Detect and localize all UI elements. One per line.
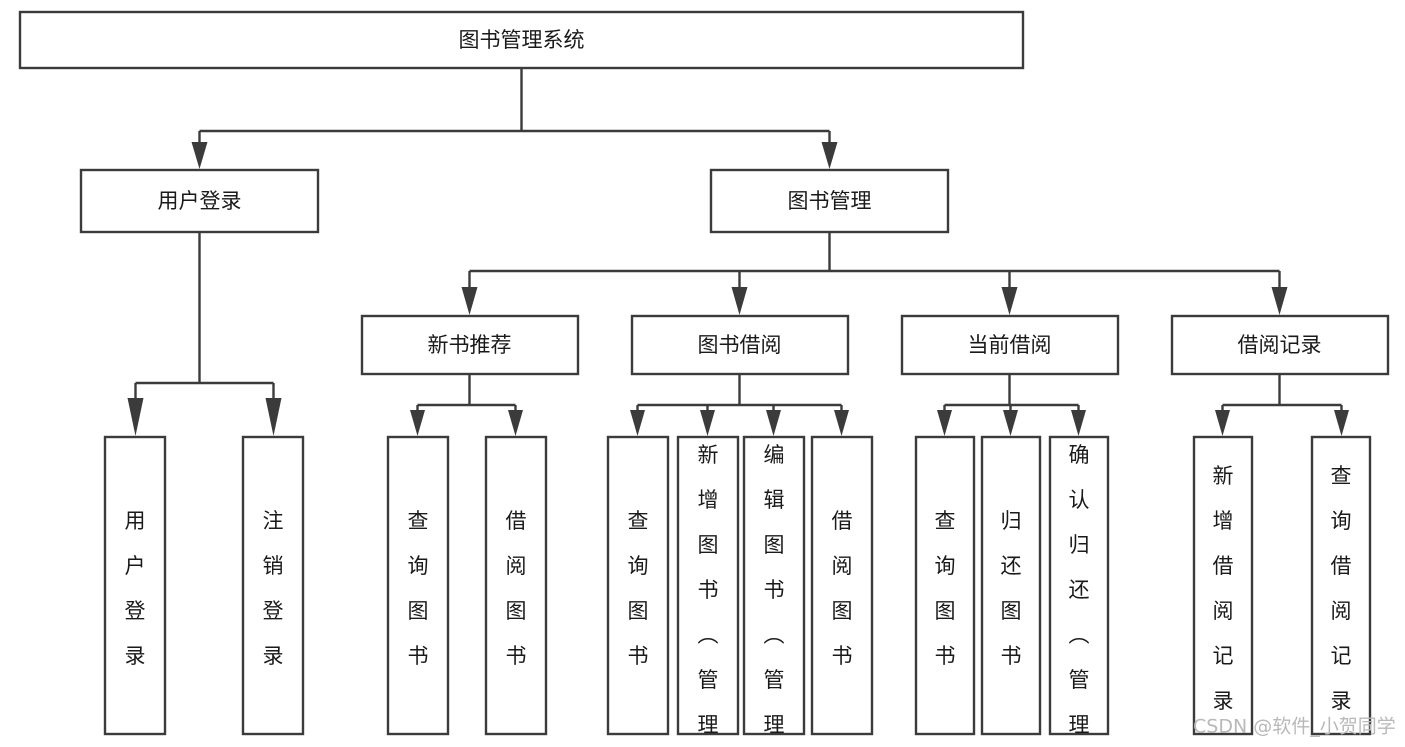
- arrow-head-leaf-add-borrow-record: [1215, 410, 1230, 436]
- node-leaf-return-book-label: 归还图书: [1001, 509, 1022, 668]
- node-leaf-edit-book-box[interactable]: [742, 435, 806, 736]
- connector-layer: [127, 68, 1349, 436]
- node-leaf-query-book-2-label: 查询图书: [628, 509, 649, 668]
- arrow-head-new-book-recommend: [461, 287, 478, 315]
- node-leaf-add-book-label: 新增图书︵管理员︶: [698, 443, 719, 747]
- node-leaf-query-book-3-box[interactable]: [914, 435, 976, 736]
- arrow-head-book-manage: [821, 142, 838, 169]
- arrow-head-leaf-confirm-return: [1071, 410, 1086, 436]
- arrow-head-borrow-record: [1271, 287, 1288, 315]
- node-user-login[interactable]: 用户登录: [79, 168, 320, 234]
- node-leaf-confirm-return-box[interactable]: [1048, 435, 1110, 736]
- node-leaf-user-login[interactable]: 用户登录: [103, 435, 167, 736]
- node-leaf-borrow-book-1-label: 借阅图书: [506, 509, 527, 668]
- arrow-head-leaf-borrow-book-2: [834, 410, 849, 436]
- node-leaf-logout-login[interactable]: 注销登录: [241, 435, 305, 736]
- node-user-login-label: 用户登录: [158, 189, 242, 213]
- arrow-head-leaf-query-borrow-record: [1334, 410, 1349, 436]
- node-leaf-logout-login-box[interactable]: [241, 435, 305, 736]
- node-borrow-record-box[interactable]: [1170, 314, 1390, 376]
- node-user-login-box[interactable]: [79, 168, 320, 234]
- node-root-box[interactable]: [18, 10, 1025, 70]
- node-leaf-query-book-3[interactable]: 查询图书: [914, 435, 976, 736]
- node-leaf-borrow-book-2-label: 借阅图书: [832, 509, 853, 668]
- node-leaf-query-book-1-label: 查询图书: [408, 509, 429, 668]
- arrow-head-leaf-logout-login: [265, 398, 282, 436]
- node-leaf-logout-login-label: 注销登录: [263, 509, 284, 668]
- node-new-book-recommend-label: 新书推荐: [428, 333, 512, 357]
- node-leaf-add-book-box[interactable]: [676, 435, 740, 736]
- node-new-book-recommend-box[interactable]: [360, 314, 580, 376]
- node-leaf-add-borrow-record-box[interactable]: [1192, 435, 1254, 736]
- node-leaf-query-borrow-record-label: 查询借阅记录: [1331, 464, 1352, 713]
- node-leaf-query-borrow-record[interactable]: 查询借阅记录: [1310, 435, 1372, 736]
- node-leaf-return-book-box[interactable]: [980, 435, 1042, 736]
- node-book-borrow[interactable]: 图书借阅: [630, 314, 850, 376]
- node-book-borrow-box[interactable]: [630, 314, 850, 376]
- node-leaf-borrow-book-2-box[interactable]: [810, 435, 874, 736]
- node-leaf-user-login-label: 用户登录: [125, 509, 146, 668]
- arrow-head-leaf-borrow-book-1: [508, 410, 523, 436]
- node-leaf-edit-book[interactable]: 编辑图书︵管理员︶: [742, 435, 806, 747]
- arrow-head-leaf-query-book-3: [937, 410, 952, 436]
- arrow-head-leaf-edit-book: [766, 410, 781, 436]
- node-leaf-query-book-1-box[interactable]: [386, 435, 450, 736]
- node-leaf-query-borrow-record-box[interactable]: [1310, 435, 1372, 736]
- node-leaf-add-borrow-record[interactable]: 新增借阅记录: [1192, 435, 1254, 736]
- node-leaf-confirm-return-label: 确认归还︵管理员︶: [1069, 443, 1090, 747]
- node-root[interactable]: 图书管理系统: [18, 10, 1025, 70]
- node-borrow-record-label: 借阅记录: [1238, 333, 1322, 357]
- arrow-head-leaf-add-book: [700, 410, 715, 436]
- arrow-head-leaf-return-book: [1003, 410, 1018, 436]
- node-leaf-user-login-box[interactable]: [103, 435, 167, 736]
- node-root-label: 图书管理系统: [459, 28, 585, 52]
- node-leaf-borrow-book-1-box[interactable]: [484, 435, 548, 736]
- node-leaf-query-book-1[interactable]: 查询图书: [386, 435, 450, 736]
- node-leaf-query-book-2[interactable]: 查询图书: [606, 435, 670, 736]
- node-borrow-record[interactable]: 借阅记录: [1170, 314, 1390, 376]
- node-leaf-borrow-book-2[interactable]: 借阅图书: [810, 435, 874, 736]
- csdn-watermark: CSDN @软件_小贺同学: [1193, 716, 1396, 738]
- node-current-borrow[interactable]: 当前借阅: [900, 314, 1120, 376]
- node-leaf-borrow-book-1[interactable]: 借阅图书: [484, 435, 548, 736]
- node-leaf-query-book-2-box[interactable]: [606, 435, 670, 736]
- node-leaf-add-borrow-record-label: 新增借阅记录: [1213, 464, 1234, 713]
- node-leaf-add-book[interactable]: 新增图书︵管理员︶: [676, 435, 740, 747]
- arrow-head-book-borrow: [731, 287, 748, 315]
- arrow-head-leaf-query-book-1: [410, 410, 425, 436]
- node-leaf-return-book[interactable]: 归还图书: [980, 435, 1042, 736]
- node-current-borrow-box[interactable]: [900, 314, 1120, 376]
- node-book-manage[interactable]: 图书管理: [709, 168, 950, 234]
- node-new-book-recommend[interactable]: 新书推荐: [360, 314, 580, 376]
- node-book-manage-label: 图书管理: [788, 189, 872, 213]
- arrow-head-leaf-query-book-2: [630, 410, 645, 436]
- arrow-head-current-borrow: [1001, 287, 1018, 315]
- node-leaf-query-book-3-label: 查询图书: [935, 509, 956, 668]
- node-leaf-edit-book-label: 编辑图书︵管理员︶: [764, 443, 785, 747]
- node-book-borrow-label: 图书借阅: [698, 333, 782, 357]
- arrow-head-leaf-user-login: [127, 398, 144, 436]
- node-book-manage-box[interactable]: [709, 168, 950, 234]
- arrow-head-user-login: [191, 142, 208, 169]
- node-current-borrow-label: 当前借阅: [968, 333, 1052, 357]
- node-leaf-confirm-return[interactable]: 确认归还︵管理员︶: [1048, 435, 1110, 747]
